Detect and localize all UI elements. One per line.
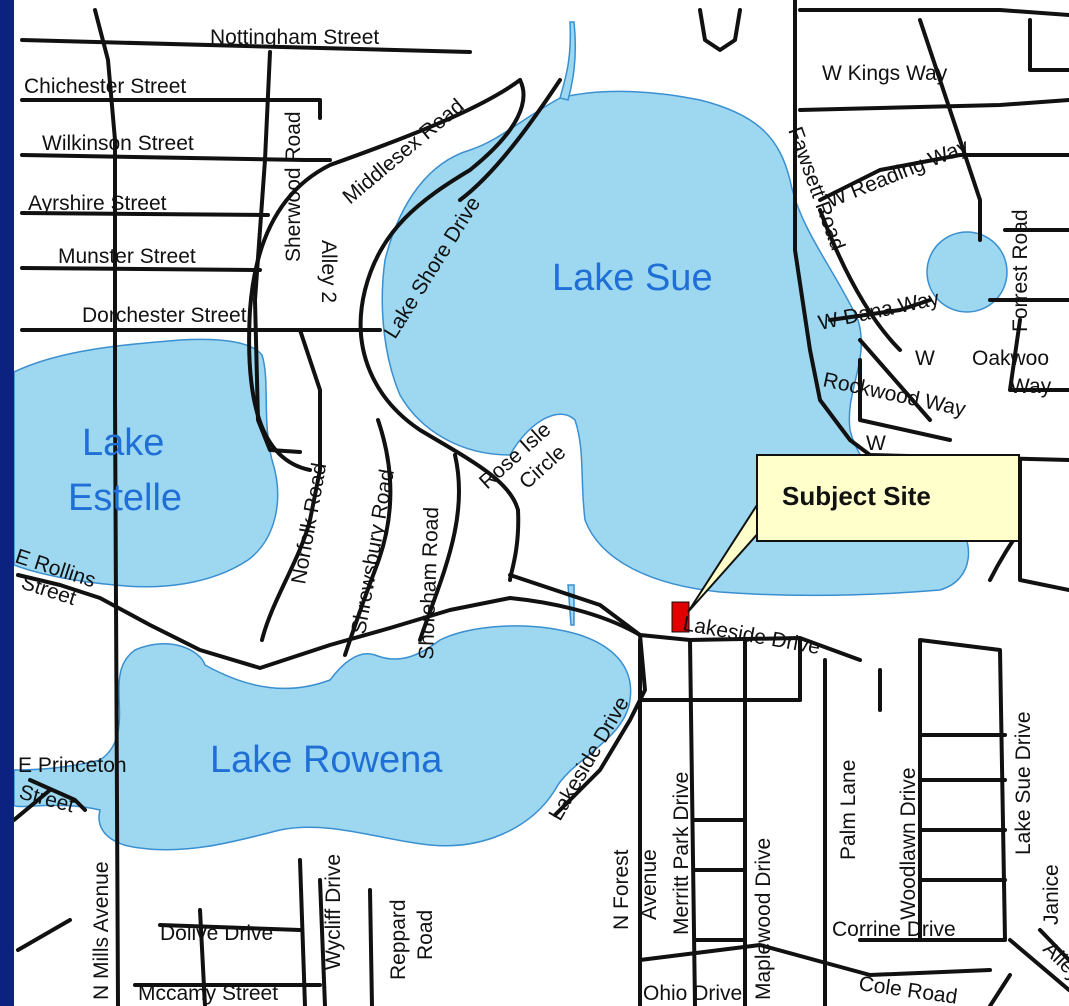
road-network (14, 0, 1069, 1006)
label-lake-sue-drive: Lake Sue Drive (1012, 711, 1035, 855)
label-n-mills: N Mills Avenue (90, 861, 113, 1000)
label-cole: Cole Road (857, 972, 958, 1006)
subject-site-marker (671, 601, 690, 633)
label-woodlawn: Woodlawn Drive (897, 767, 920, 920)
label-maplewood: Maplewood Drive (752, 838, 775, 1000)
street-map: Subject Site Lake Sue Lake Estelle Lake … (14, 0, 1069, 1006)
label-w-kings: W Kings Way (822, 62, 948, 85)
label-way: Way (1010, 375, 1052, 398)
label-alley2: Alley 2 (317, 240, 340, 303)
label-reppard-2: Road (414, 910, 437, 960)
label-palm: Palm Lane (837, 760, 860, 860)
label-shoreham: Shoreham Road (415, 507, 443, 661)
label-merritt-park: Merritt Park Drive (670, 772, 693, 935)
label-n-forest-1: N Forest (610, 849, 633, 930)
label-munster: Munster Street (58, 245, 196, 268)
label-janice: Janice (1040, 864, 1063, 925)
label-forrest: Forrest Road (1009, 209, 1032, 332)
label-sherwood: Sherwood Road (282, 111, 305, 262)
label-ohio: Ohio Drive (643, 982, 742, 1005)
label-w-short: W (866, 432, 886, 455)
label-wilkinson: Wilkinson Street (42, 132, 194, 155)
round-pond (926, 231, 1008, 313)
lake-estelle-label-2: Estelle (68, 477, 182, 519)
lake-rowena-water (14, 625, 632, 851)
map-panel: Subject Site Lake Sue Lake Estelle Lake … (14, 0, 1069, 1006)
callout-label: Subject Site (782, 481, 931, 511)
label-wycliff: Wycliff Drive (322, 854, 345, 970)
label-w: W (915, 347, 935, 370)
label-chichester: Chichester Street (24, 75, 186, 98)
label-ayrshire: Ayrshire Street (28, 192, 167, 215)
label-n-forest-2: Avenue (638, 849, 661, 920)
lake-sue-label: Lake Sue (552, 257, 713, 299)
lake-sue-inlet (559, 21, 577, 101)
label-princeton-1: E Princeton (18, 754, 127, 777)
label-nottingham: Nottingham Street (210, 26, 379, 49)
lake-rowena-label: Lake Rowena (210, 739, 443, 781)
label-dorchester: Dorchester Street (82, 304, 247, 327)
label-dolive: Dolive Drive (160, 922, 273, 945)
label-w-reading: W Reading Way (823, 135, 972, 213)
rose-isle-inlet (567, 584, 575, 626)
label-corrine: Corrine Drive (832, 918, 956, 941)
label-norfolk: Norfolk Road (287, 461, 331, 586)
label-shrewsbury: Shrewsbury Road (347, 467, 399, 635)
label-reppard-1: Reppard (387, 899, 410, 980)
label-lakeside-drive: Lakeside Drive (681, 612, 822, 659)
label-mccamy: Mccamy Street (138, 982, 278, 1005)
lake-estelle-label-1: Lake (82, 422, 164, 464)
label-oakwood: Oakwoo (972, 347, 1049, 370)
callout-box (756, 454, 1020, 542)
